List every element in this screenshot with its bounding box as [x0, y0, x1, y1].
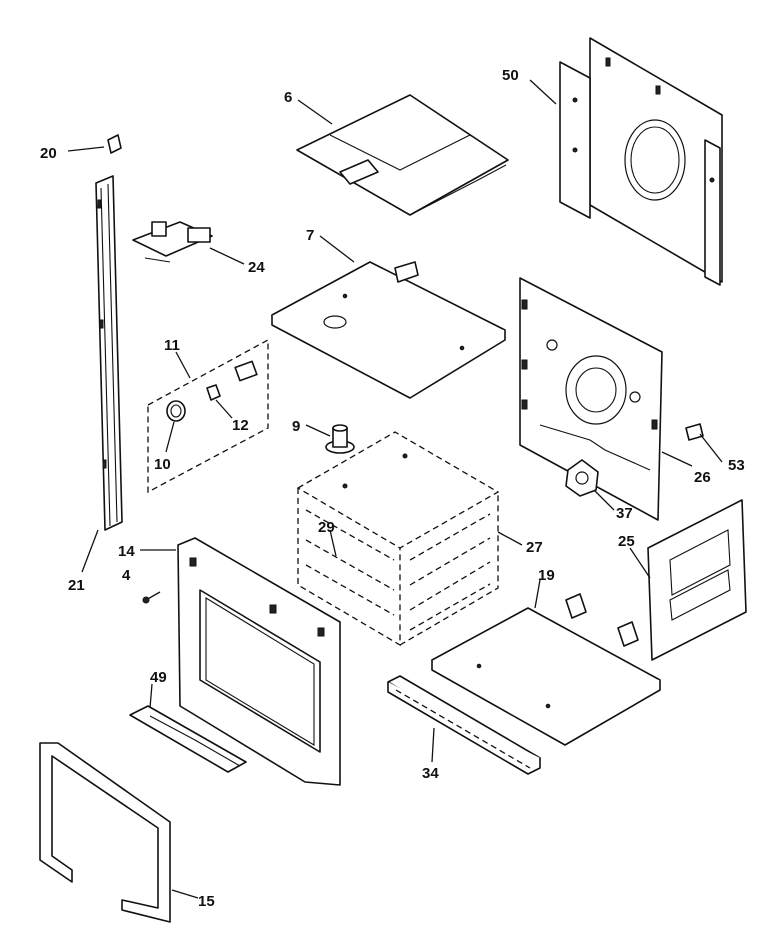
callout-7: 7 [306, 227, 314, 244]
part-7-oven-top [271, 261, 506, 399]
callout-6: 6 [284, 89, 292, 106]
callout-26: 26 [694, 469, 711, 486]
part-10-knob [166, 400, 186, 422]
callout-34: 34 [422, 765, 439, 782]
callout-27: 27 [526, 539, 543, 556]
part-11-kit-box [147, 338, 269, 494]
callout-50: 50 [502, 67, 519, 84]
callout-4: 4 [122, 567, 131, 584]
leader-lines [67, 79, 723, 899]
callout-21: 21 [68, 577, 85, 594]
part-53-clip [685, 423, 704, 441]
callout-25: 25 [618, 533, 635, 550]
part-14-front-frame [177, 537, 341, 786]
part-19-bottom-panel [431, 593, 661, 746]
callout-12: 12 [232, 417, 249, 434]
part-27-oven-liner [296, 431, 500, 647]
callout-14: 14 [118, 543, 135, 560]
callout-53: 53 [728, 457, 745, 474]
callout-9: 9 [292, 418, 300, 435]
callout-15: 15 [198, 893, 215, 910]
part-15-door-gasket [39, 742, 171, 923]
part-26-rear-bracket [519, 277, 663, 521]
callout-49: 49 [150, 669, 167, 686]
callout-19: 19 [538, 567, 555, 584]
callout-24: 24 [248, 259, 265, 276]
part-4-screw [142, 591, 161, 604]
part-37-fan-gasket [565, 459, 599, 497]
callout-20: 20 [40, 145, 57, 162]
callout-labels: 50 6 20 24 7 11 12 10 9 26 53 37 27 29 1… [40, 67, 745, 910]
part-20-clip [107, 134, 122, 154]
part-49-trim-strip [129, 705, 247, 773]
part-9-vent [325, 424, 355, 454]
callout-10: 10 [154, 456, 171, 473]
part-50-rear-panel [559, 37, 723, 286]
callout-29: 29 [318, 519, 335, 536]
part-11-connector [234, 360, 258, 382]
part-12-sensor [206, 384, 221, 401]
part-25-side-panel [647, 499, 747, 661]
part-34-vent-grille [387, 675, 541, 775]
callout-11: 11 [164, 337, 180, 354]
part-24-switch-bracket [132, 221, 213, 263]
part-21-side-trim [95, 175, 123, 531]
callout-37: 37 [616, 505, 633, 522]
part-6-top-shield [296, 94, 509, 216]
